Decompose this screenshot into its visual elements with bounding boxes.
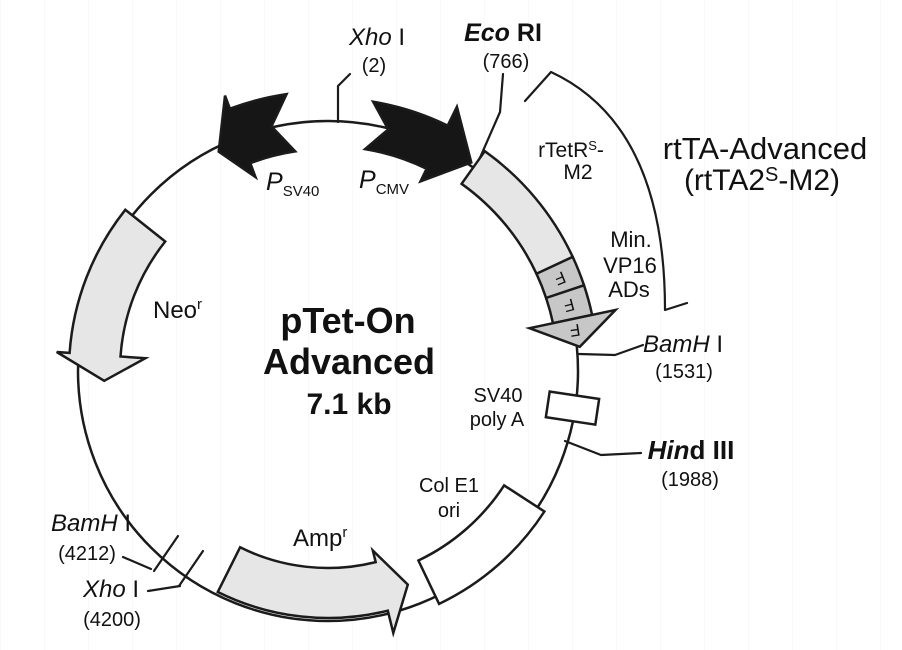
cole1-ori-label: Col E1 ori xyxy=(419,475,479,522)
min-vp16-ads-label: Min. VP16 ADs xyxy=(603,227,657,302)
psv40-promoter-label: PSV40 xyxy=(266,168,319,200)
bamhi-4212-tick xyxy=(152,534,180,573)
amp-gene-arrow xyxy=(216,545,410,638)
svg-text:poly A: poly A xyxy=(470,409,525,431)
plasmid-name-line2: Advanced xyxy=(263,341,435,382)
svg-text:Hind III: Hind III xyxy=(648,435,735,465)
svg-text:Xho I: Xho I xyxy=(348,24,405,51)
bamhi-4212-leader-line xyxy=(121,555,153,571)
svg-text:ADs: ADs xyxy=(608,277,650,302)
f-repeat-letter-2: F xyxy=(562,294,577,315)
site-position-xhoi-4200: (4200) xyxy=(83,609,141,631)
site-label-hindiii-1988: Hind III (1988) xyxy=(648,435,735,491)
neo-gene-label: Neor xyxy=(153,296,202,324)
svg-text:Min.: Min. xyxy=(610,227,652,252)
plasmid-size: 7.1 kb xyxy=(306,388,391,421)
rtetr-gene-body xyxy=(459,149,575,276)
svg-text:(rtTA2S-M2): (rtTA2S-M2) xyxy=(684,164,840,197)
site-label-xhoi-4200: Xho I (4200) xyxy=(82,576,141,631)
svg-text:rTetRS-: rTetRS- xyxy=(538,138,604,162)
site-position-bamhi-4212: (4212) xyxy=(58,543,116,565)
amp-gene-label: Ampr xyxy=(293,524,347,552)
site-label-bamhi-4212: BamH I (4212) xyxy=(51,510,131,565)
svg-text:SV40: SV40 xyxy=(474,385,523,407)
rtta-annotation-label: rtTA-Advanced (rtTA2S-M2) xyxy=(663,131,867,197)
xhoi-2-tick xyxy=(336,72,352,124)
site-position-ecori-766: (766) xyxy=(483,51,530,73)
rtetr-arrow-head xyxy=(525,307,620,349)
psv40-promoter-arrow xyxy=(217,92,298,181)
svg-text:VP16: VP16 xyxy=(603,253,657,278)
bamhi-1531-leader-line xyxy=(577,343,645,357)
pcmv-promoter-label: PCMV xyxy=(359,166,409,198)
sv40-polya-box xyxy=(544,390,601,427)
rtta-annotation-bracket xyxy=(523,70,689,312)
hindiii-leader-line xyxy=(563,439,643,457)
site-label-ecori-766: Eco RI (766) xyxy=(464,19,542,73)
ecori-leader-line xyxy=(477,72,505,162)
site-position-hindiii-1988: (1988) xyxy=(661,469,719,491)
rtetr-gene-label: rTetRS- M2 xyxy=(538,138,604,184)
site-label-xhoi-2: Xho I (2) xyxy=(348,24,405,77)
xhoi-4200-leader-line xyxy=(146,584,182,593)
sv40-polya-label: SV40 poly A xyxy=(470,385,525,431)
xhoi-4200-tick xyxy=(177,549,205,588)
svg-text:rtTA-Advanced: rtTA-Advanced xyxy=(663,131,867,166)
svg-text:M2: M2 xyxy=(563,161,592,184)
cole1-ori-box xyxy=(416,483,547,606)
svg-text:BamH I: BamH I xyxy=(643,331,723,358)
svg-text:ori: ori xyxy=(438,500,460,522)
site-label-bamhi-1531: BamH I (1531) xyxy=(643,331,723,383)
svg-text:Eco RI: Eco RI xyxy=(464,19,542,47)
neo-gene-arrow xyxy=(56,208,167,383)
plasmid-title: pTet-On Advanced 7.1 kb xyxy=(263,300,435,421)
pcmv-promoter-arrow xyxy=(362,100,473,184)
f-repeat-letter-3: F xyxy=(568,320,581,340)
plasmid-backbone xyxy=(76,119,580,623)
plasmid-name-line1: pTet-On xyxy=(280,300,415,341)
site-position-xhoi-2: (2) xyxy=(362,55,386,77)
site-position-bamhi-1531: (1531) xyxy=(655,361,713,383)
svg-text:Xho I: Xho I xyxy=(82,576,139,603)
svg-text:Col E1: Col E1 xyxy=(419,475,479,497)
svg-text:BamH I: BamH I xyxy=(51,510,131,537)
